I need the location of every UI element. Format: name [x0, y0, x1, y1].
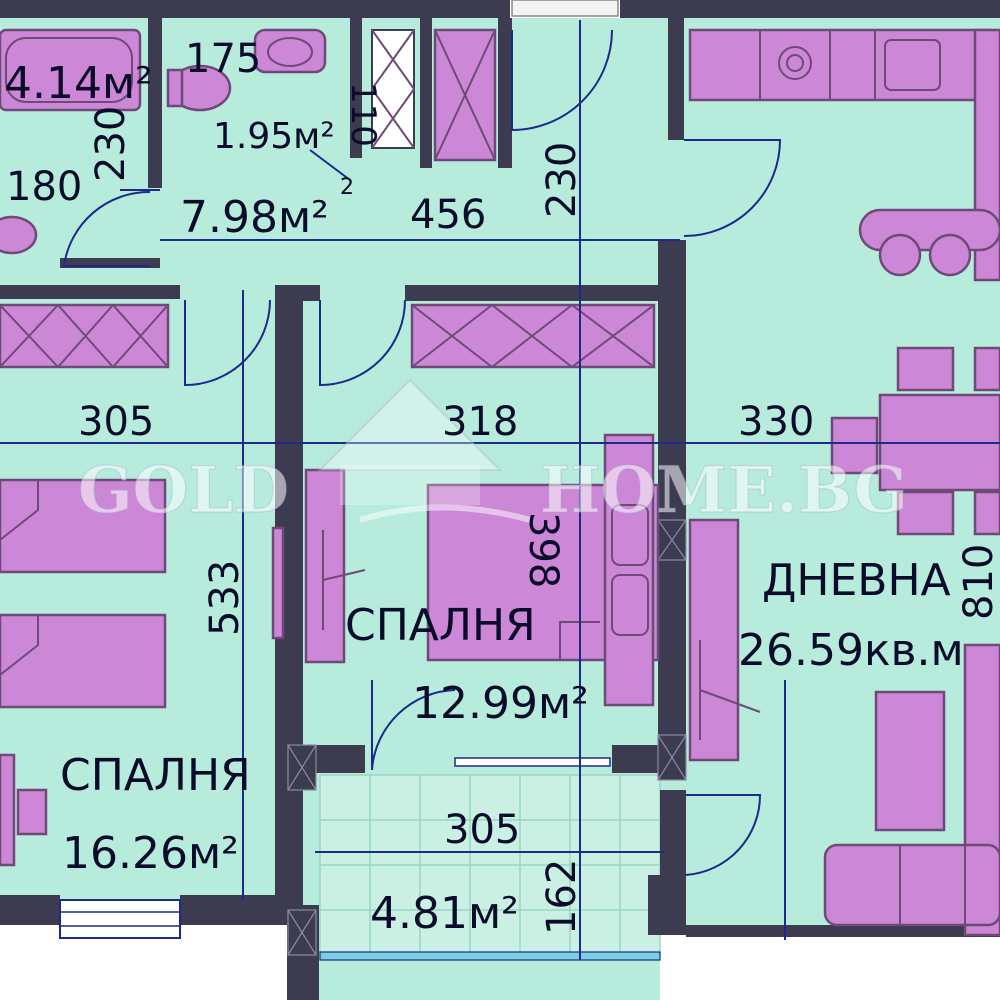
mirror-panel — [271, 526, 285, 640]
dim-398: 398 — [520, 512, 566, 588]
bath-sink — [0, 215, 38, 255]
large-bedroom-name: СПАЛНЯ — [60, 750, 251, 801]
watermark-right-text: HOME.BG — [540, 453, 908, 528]
dim-810: 810 — [956, 544, 1000, 620]
dim-230-right: 230 — [539, 142, 585, 218]
washbasin — [253, 28, 327, 74]
living-room-area: 26.59кв.м — [738, 625, 964, 676]
bar-counter — [858, 208, 1000, 277]
dim-wc-sup: 2 — [340, 175, 354, 200]
hall-cabinet — [371, 28, 497, 162]
small-bedroom-name: СПАЛНЯ — [345, 600, 536, 651]
single-bed-top — [0, 478, 167, 574]
watermark: GOLD HOME.BG — [77, 378, 909, 529]
dim-180: 180 — [6, 164, 82, 210]
watermark-left-text: GOLD — [78, 453, 289, 528]
large-bedroom-area: 16.26м² — [62, 828, 239, 879]
exterior-bottom-right — [660, 935, 1000, 1000]
sofa — [823, 643, 1000, 937]
dim-230-left: 230 — [88, 106, 134, 182]
single-bed-bottom — [0, 613, 167, 709]
small-bedroom-area: 12.99м² — [412, 678, 589, 729]
hall-area-label: 7.98м² — [180, 192, 329, 243]
dresser — [304, 468, 366, 664]
wardrobe-large-bedroom — [0, 303, 170, 369]
coffee-table — [874, 690, 946, 832]
dim-175: 175 — [185, 36, 261, 82]
tv-unit — [688, 518, 761, 762]
dim-305-bottom: 305 — [444, 807, 520, 853]
living-room-name: ДНЕВНА — [762, 555, 951, 606]
windows — [59, 0, 661, 961]
dim-110: 110 — [343, 82, 383, 147]
dim-162: 162 — [539, 859, 585, 935]
bathtub — [0, 28, 142, 112]
bath-area-label: 4.14м² — [4, 58, 153, 109]
hatched-wall-blocks — [287, 519, 687, 956]
dim-318: 318 — [442, 399, 518, 445]
balcony-area-label: 4.81м² — [370, 888, 519, 939]
dim-305-top: 305 — [78, 399, 154, 445]
double-bed — [426, 433, 660, 707]
dim-330: 330 — [738, 399, 814, 445]
wc-area-label: 1.95м² — [213, 116, 335, 157]
toilet — [166, 64, 232, 112]
wardrobe-small-bedroom — [410, 303, 656, 369]
dimension-lines — [0, 20, 1000, 960]
dim-456: 456 — [410, 192, 486, 238]
dim-533: 533 — [202, 560, 248, 636]
desk-with-chair — [0, 753, 48, 867]
